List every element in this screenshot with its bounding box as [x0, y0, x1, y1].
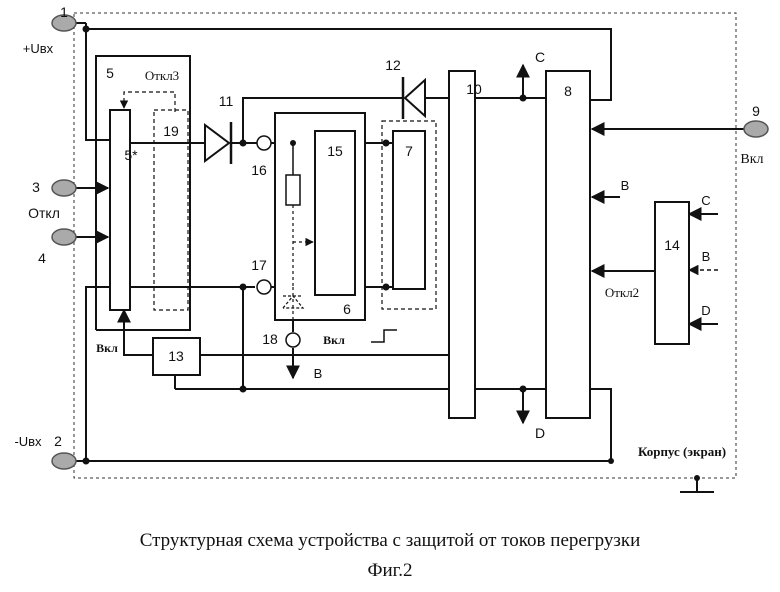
label-block-5-star: 5*	[124, 147, 138, 163]
label-on-13: Вкл	[96, 341, 118, 355]
label-b-18: B	[314, 366, 323, 381]
label-block-15: 15	[327, 143, 343, 159]
ground-junction	[694, 475, 700, 481]
figure-caption: Структурная схема устройства с защитой о…	[0, 530, 780, 552]
label-block-6: 6	[343, 301, 351, 317]
figure-number: Фиг.2	[0, 560, 780, 582]
diode-11	[205, 122, 231, 164]
label-off-input: Откл	[28, 205, 60, 221]
block-8	[546, 71, 590, 418]
label-block-14: 14	[664, 237, 680, 253]
label-terminal-9: 9	[752, 103, 760, 119]
label-off3: Откл3	[145, 68, 179, 83]
terminal-18	[286, 333, 300, 347]
block-14	[655, 202, 689, 344]
step-signal-icon	[371, 330, 397, 342]
block-10	[449, 71, 475, 418]
label-block-18: 18	[262, 331, 278, 347]
label-terminal-2: 2	[54, 433, 62, 449]
off3-feedback	[124, 92, 175, 112]
label-off2: Откл2	[605, 285, 639, 300]
label-block-16: 16	[251, 162, 267, 178]
label-on-18: Вкл	[323, 333, 345, 347]
label-minus-uin: -Uвх	[14, 434, 42, 449]
label-case: Корпус (экран)	[638, 444, 726, 459]
label-block-17: 17	[251, 257, 267, 273]
label-d-bottom: D	[535, 425, 545, 441]
label-d-14: D	[701, 303, 710, 318]
label-b-14: B	[702, 249, 711, 264]
label-terminal-4: 4	[38, 250, 46, 266]
terminal-17	[257, 280, 271, 294]
label-block-10: 10	[466, 81, 482, 97]
terminal-16	[257, 136, 271, 150]
label-on-input: Вкл	[740, 152, 763, 167]
diode-12	[403, 77, 425, 119]
block-19	[154, 110, 188, 310]
label-block-11: 11	[219, 93, 234, 109]
block-5-star	[110, 110, 130, 310]
label-block-5: 5	[106, 65, 114, 81]
label-b-8: B	[621, 178, 630, 193]
label-terminal-3: 3	[32, 179, 40, 195]
label-terminal-1: 1	[60, 4, 68, 20]
label-block-7: 7	[405, 143, 413, 159]
label-block-19: 19	[163, 123, 179, 139]
label-block-13: 13	[168, 348, 184, 364]
label-c-14: C	[701, 193, 710, 208]
label-plus-uin: +Uвх	[23, 41, 54, 56]
label-block-12: 12	[385, 57, 401, 73]
label-block-8: 8	[564, 83, 572, 99]
label-c-top: C	[535, 49, 545, 65]
node-6-top	[290, 140, 296, 146]
